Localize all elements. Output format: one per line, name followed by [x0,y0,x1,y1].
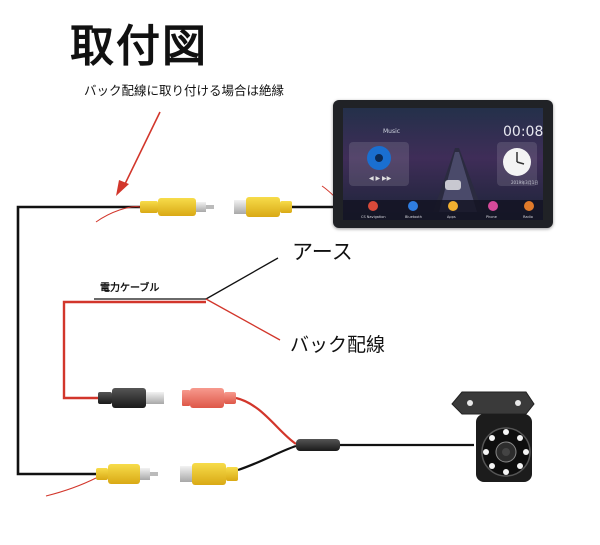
earth-wire [205,257,279,300]
bottom-red-wire [45,477,97,497]
rca-plug-top-left [140,198,214,216]
dock-label-radio: Radio [523,215,533,219]
power-cable-label: 電力ケーブル [100,283,160,294]
harness-red-wire [235,396,297,445]
date-display: 2019年3月1日 [511,180,539,185]
rca-jack-top-right [234,197,292,217]
power-red-wire [62,300,206,400]
reverse-wire-label: バック配線 [290,334,386,356]
dock-label-navigation: CS Navigation [361,215,386,219]
head-unit-screen: ◀ ▶ ▶▶ 00:08 Music 2019年3月1日 CS Navigati… [343,108,543,220]
earth-label: アース [292,240,353,264]
dc-power-jack [182,388,236,408]
annotation-arrow [116,111,161,196]
dc-power-plug [98,388,164,408]
reverse-insulation-note: バック配線に取り付ける場合は絶縁 [84,83,285,98]
rca-jack-bottom-right [180,463,238,485]
harness-splice [296,439,340,451]
clock-display: 00:08 [503,124,543,140]
rca-plug-bottom-left [96,464,158,484]
music-label: Music [383,128,401,135]
dock-label-bluetooth: Bluetooth [405,215,422,219]
harness-black-wire [237,444,297,472]
dock-label-apps: Apps [447,215,456,219]
video-cable [16,205,140,476]
diagram-title: 取付図 [70,21,208,72]
svg-text:◀ ▶ ▶▶: ◀ ▶ ▶▶ [369,175,392,182]
head-unit: ◀ ▶ ▶▶ 00:08 Music 2019年3月1日 CS Navigati… [333,100,553,228]
top-red-wire [95,206,141,223]
reverse-wire [205,298,281,341]
screen-art: ◀ ▶ ▶▶ [343,142,543,220]
dock-label-phone: Phone [486,215,497,219]
backup-camera [451,391,535,482]
